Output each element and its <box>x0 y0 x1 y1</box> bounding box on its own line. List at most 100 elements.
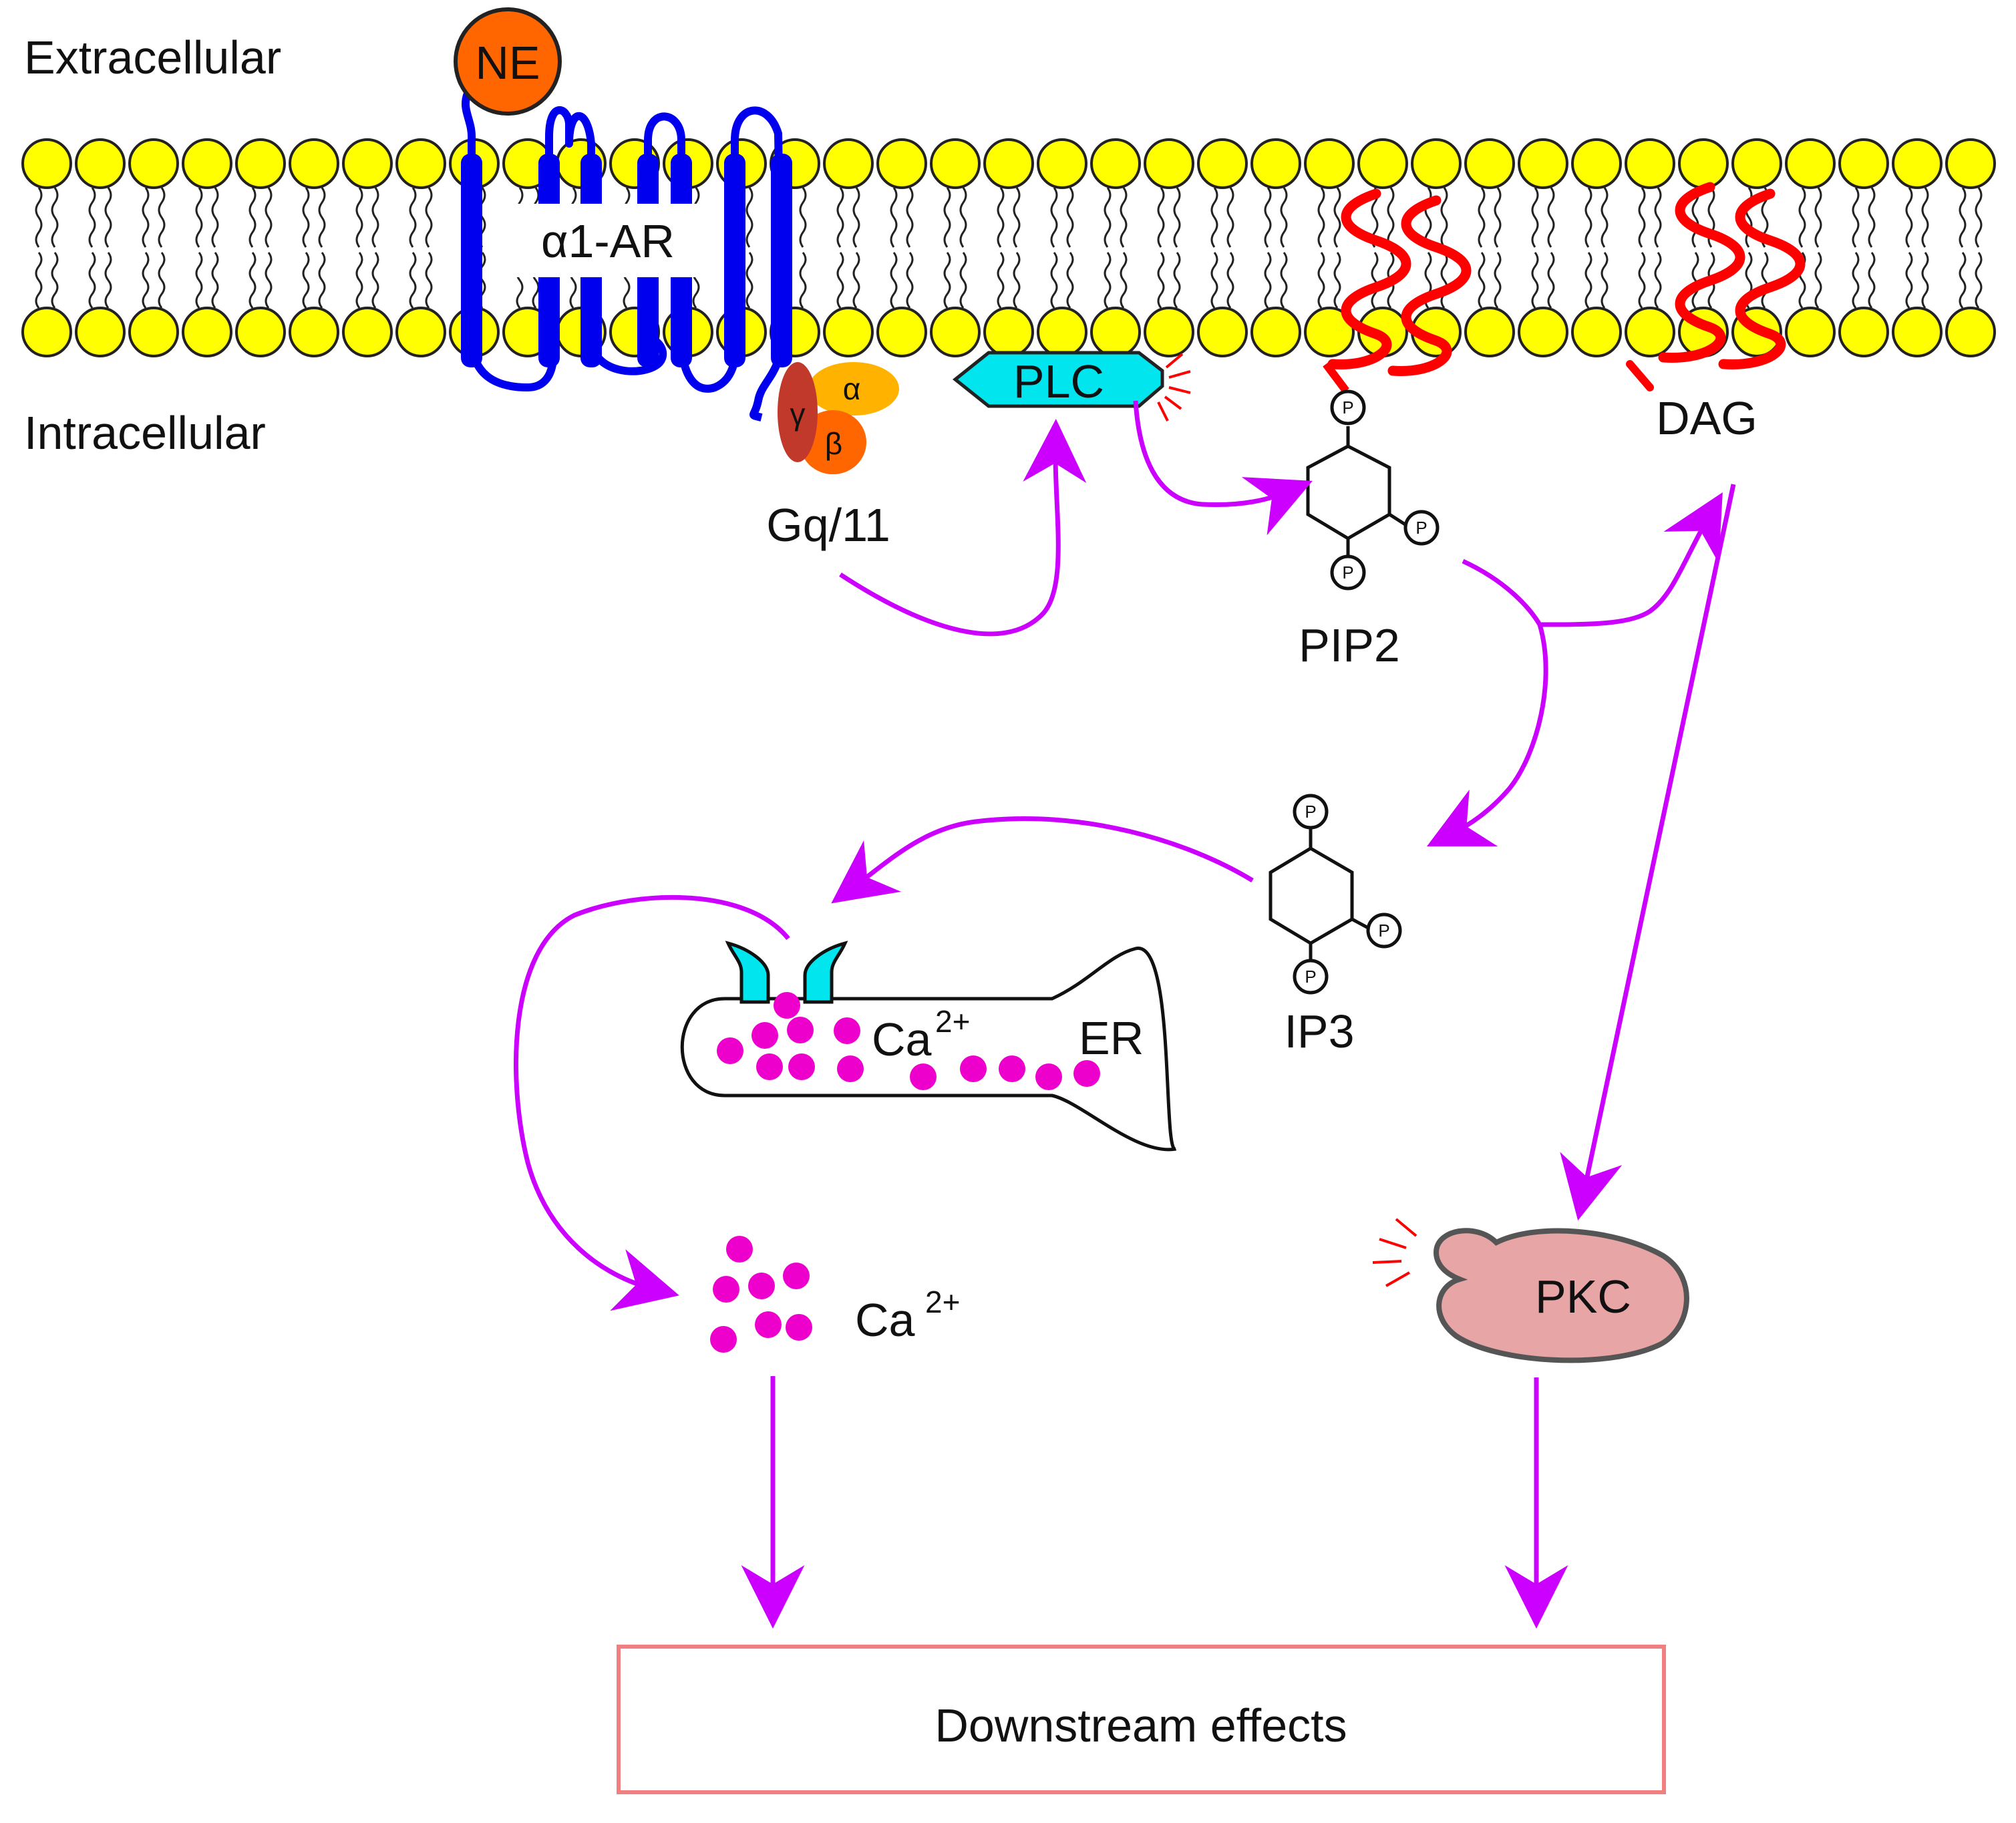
lipid-tail <box>1333 252 1341 309</box>
cytosolic-calcium-charge: 2+ <box>925 1285 960 1319</box>
receptor-label-box <box>511 204 705 277</box>
lipid-tail <box>1654 187 1662 248</box>
lipid-head <box>983 138 1034 189</box>
lipid-head <box>1625 138 1675 189</box>
lipid-head <box>1464 138 1515 189</box>
lipid-tail <box>1066 252 1074 309</box>
ip3-phosphate-label: P <box>1305 802 1316 822</box>
lipid-tail <box>1547 252 1555 309</box>
lipid-tail <box>1120 187 1128 248</box>
lipid-tail <box>836 252 844 309</box>
lipid-head <box>128 138 179 189</box>
lipid-tail <box>1638 252 1646 309</box>
plc-enzyme: PLC <box>952 351 1191 422</box>
lipid-tail <box>1120 252 1128 309</box>
lipid-tail <box>1975 187 1983 248</box>
lipid-tail <box>745 252 753 309</box>
lipid-head <box>930 307 981 357</box>
lipid-head <box>1945 138 1996 189</box>
lipid-head <box>342 307 393 357</box>
lipid-tail <box>1814 252 1822 309</box>
receptor-label: α1-AR <box>541 215 675 267</box>
norepinephrine-ligand: NE <box>454 7 562 116</box>
lipid-tail <box>1280 187 1288 248</box>
lipid-tail <box>158 187 166 248</box>
lipid-head <box>1678 138 1729 189</box>
lipid-tail <box>1654 252 1662 309</box>
lipid-head <box>1571 138 1622 189</box>
ip3-phosphate-groups <box>1293 794 1402 995</box>
lipid-tail <box>745 187 753 248</box>
lipid-head <box>1197 138 1248 189</box>
lipid-tail <box>409 187 417 248</box>
lipid-tail <box>836 187 844 248</box>
lipid-tail <box>1921 187 1929 248</box>
lipid-tail <box>355 187 363 248</box>
lipid-tail <box>1601 252 1609 309</box>
lipid-tail <box>1745 187 1753 248</box>
lipid-head <box>21 307 72 357</box>
lipid-head <box>1625 307 1675 357</box>
lipid-heads-outer <box>21 138 1996 189</box>
lipid-tail <box>1852 252 1860 309</box>
pip2-molecule <box>1306 389 1440 591</box>
lipid-head <box>823 138 874 189</box>
lipid-tail <box>371 252 379 309</box>
downstream-effects-label: Downstream effects <box>935 1699 1347 1752</box>
lipid-head <box>235 307 286 357</box>
lipid-tail <box>1050 187 1058 248</box>
lipid-tail <box>1226 252 1234 309</box>
lipid-tail <box>355 252 363 309</box>
lipid-tail <box>906 187 914 248</box>
lipid-tail <box>799 252 807 309</box>
lipid-tail <box>265 187 273 248</box>
lipid-tail <box>1531 187 1539 248</box>
intracellular-label: Intracellular <box>24 407 266 459</box>
lipid-tail <box>1050 252 1058 309</box>
pathway-arrows <box>514 400 1736 1629</box>
lipid-tail <box>799 187 807 248</box>
lipid-tail <box>211 252 219 309</box>
lipid-tail <box>1264 187 1272 248</box>
lipid-head <box>1838 307 1889 357</box>
lipid-head <box>876 307 927 357</box>
lipid-tail <box>1601 187 1609 248</box>
lipid-tail <box>1638 187 1646 248</box>
alpha1-adrenergic-receptor: α1-AR <box>461 92 792 422</box>
lipid-head <box>1304 307 1355 357</box>
lipid-head <box>1945 307 1996 357</box>
lipid-head <box>1144 307 1194 357</box>
lipid-tail <box>1761 252 1769 309</box>
gprotein-label: Gq/11 <box>766 499 890 551</box>
lipid-head <box>1571 307 1622 357</box>
lipid-tail <box>1584 187 1592 248</box>
er-calcium-ions <box>717 992 1100 1090</box>
dag-lipid-tails <box>1626 182 1806 391</box>
lipid-tail <box>371 187 379 248</box>
lipid-tail <box>1157 187 1165 248</box>
lipid-tail <box>1264 252 1272 309</box>
lipid-head <box>75 307 126 357</box>
lipid-tail <box>35 187 43 248</box>
lipid-tail <box>211 187 219 248</box>
lipid-tail <box>1013 187 1021 248</box>
lipid-tail <box>302 252 310 309</box>
lipid-tail <box>1371 252 1379 309</box>
lipid-head <box>930 138 981 189</box>
lipid-tail <box>1210 187 1218 248</box>
arrow-pip2-to-dag <box>1539 492 1723 627</box>
lipid-tail <box>1868 187 1876 248</box>
arrow-ip3-to-er <box>831 816 1254 904</box>
lipid-head <box>1838 138 1889 189</box>
lipid-tail <box>959 187 967 248</box>
lipid-tail <box>425 187 433 248</box>
lipid-tail <box>248 187 257 248</box>
lipid-tail <box>1317 252 1325 309</box>
lipid-tail <box>1868 252 1876 309</box>
er-label: ER <box>1079 1012 1144 1064</box>
g-protein-complex: α β γ Gq/11 <box>766 362 899 551</box>
lipid-tail <box>906 252 914 309</box>
receptor-chain <box>461 92 786 422</box>
g-alpha-label: α <box>843 371 861 406</box>
endoplasmic-reticulum: Ca 2+ ER <box>680 941 1178 1152</box>
